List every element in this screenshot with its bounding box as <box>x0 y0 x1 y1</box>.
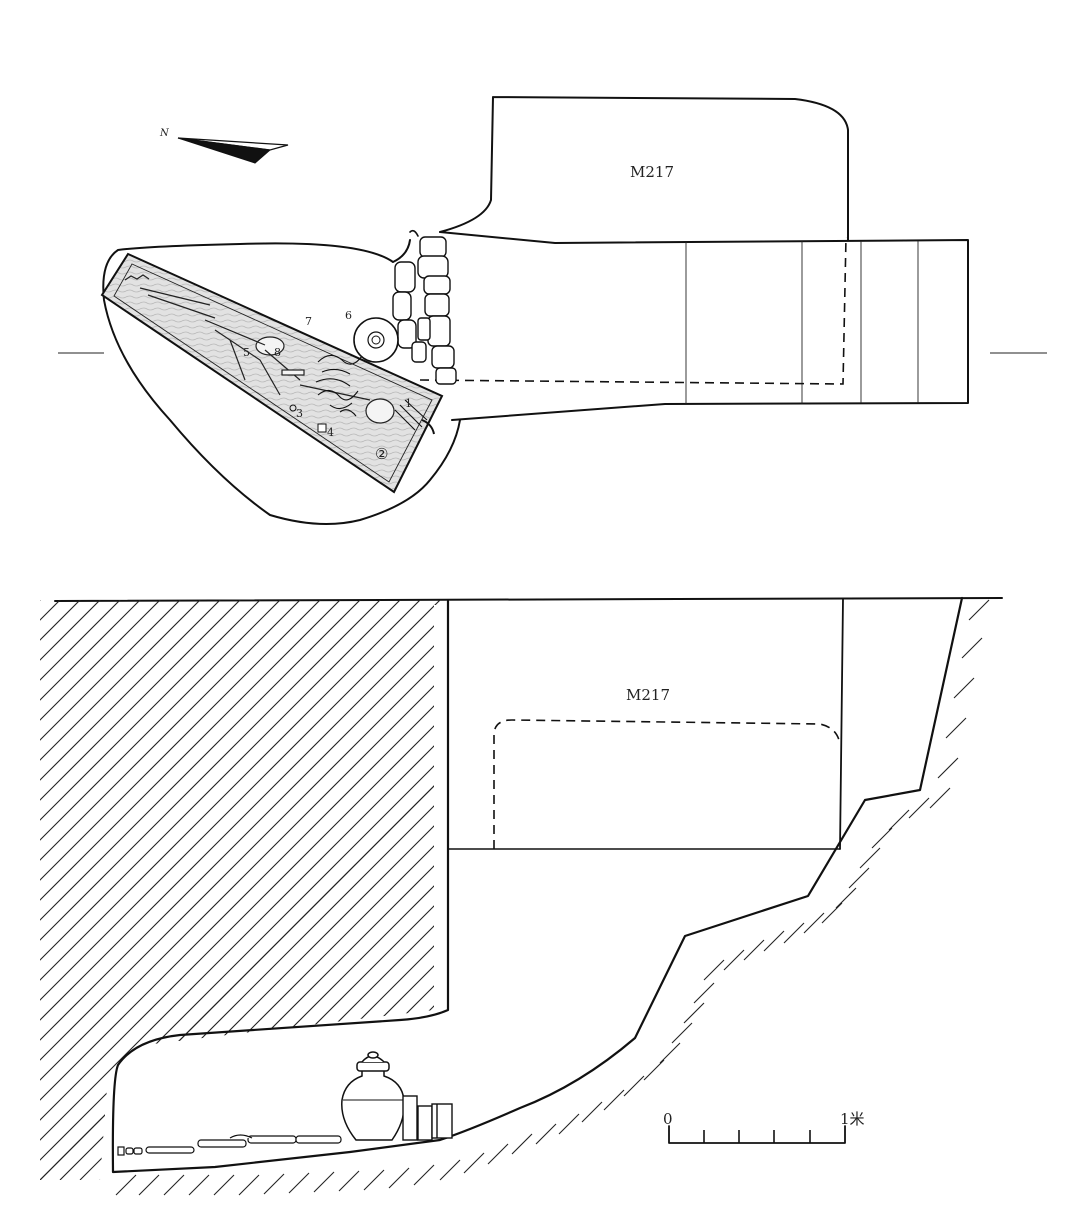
coffin <box>100 252 444 494</box>
scale-end-label: 1米 <box>840 1110 865 1128</box>
blocking-stones <box>392 236 457 385</box>
object-number-8: 8 <box>274 346 281 359</box>
scale-bar: 0 1米 <box>663 1110 865 1144</box>
slab-objects <box>402 1095 453 1141</box>
plan-chamber-wall <box>409 229 419 237</box>
object-number-7: 7 <box>305 315 312 328</box>
bones <box>117 1134 342 1156</box>
plan-dashed-outline <box>419 236 847 385</box>
scale-start-label: 0 <box>663 1110 673 1128</box>
object-number-4: 4 <box>327 426 334 439</box>
north-arrow-icon: N <box>159 128 289 164</box>
section-dashed-outline <box>493 719 841 849</box>
object-number-6: 6 <box>345 309 352 322</box>
plan-corridor-outline <box>439 231 969 421</box>
plan-view: N <box>58 96 1047 525</box>
object-number-3: 3 <box>296 407 303 420</box>
object-number-2: ② <box>375 445 388 463</box>
coffin-inner <box>113 263 433 483</box>
plan-shaft-outline <box>439 96 849 241</box>
plan-chamber-outline <box>102 239 461 525</box>
object-3-icon <box>289 404 297 412</box>
vessel-6-icon <box>353 317 399 363</box>
jar-icon <box>341 1051 405 1141</box>
plan-tomb-label: M217 <box>630 163 674 181</box>
section-tomb-label: M217 <box>626 686 670 704</box>
section-view: M217 <box>40 596 1003 1196</box>
skeleton <box>124 274 395 424</box>
shaft-wall-line <box>839 598 844 850</box>
soil-hatch-left <box>40 600 450 1180</box>
north-label: N <box>159 128 170 139</box>
object-number-5: 5 <box>243 346 250 359</box>
ornaments <box>315 354 435 435</box>
ground-line <box>54 597 1003 602</box>
soil-hatch-right <box>115 599 990 1196</box>
object-4-icon <box>317 423 327 433</box>
section-outline <box>111 596 964 1174</box>
object-number-1: 1 <box>405 397 412 410</box>
